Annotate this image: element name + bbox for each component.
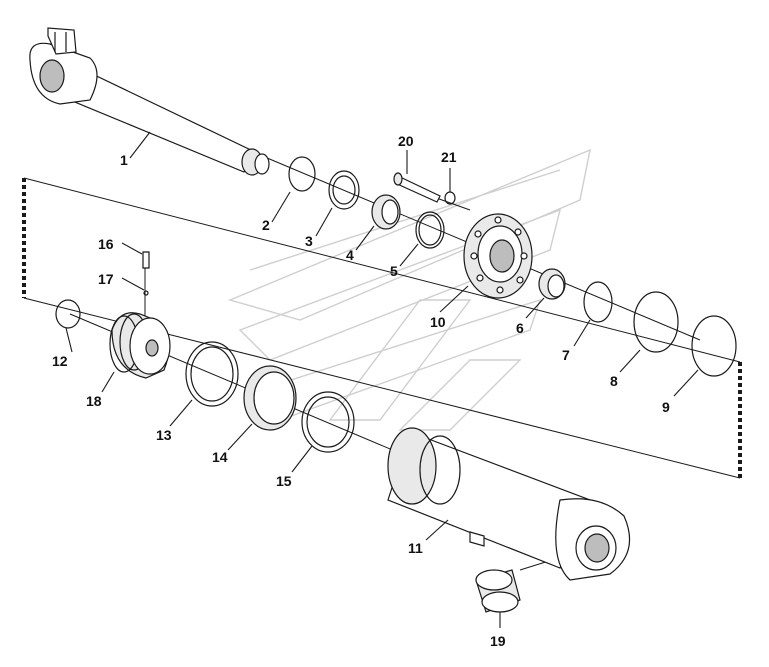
callout-6: 6	[516, 320, 524, 336]
piston-parts-small	[55, 251, 150, 329]
piston	[109, 312, 171, 379]
callout-3: 3	[305, 233, 313, 249]
watermark-logo	[227, 148, 591, 431]
piston-seals	[185, 341, 355, 453]
callout-11: 11	[408, 540, 423, 556]
callout-15: 15	[276, 473, 292, 489]
callout-10: 10	[430, 314, 446, 330]
bolt-washer	[444, 191, 456, 205]
cylinder-barrel	[387, 427, 631, 581]
callout-17: 17	[98, 271, 114, 287]
callout-20: 20	[398, 133, 414, 149]
eye-bushing	[475, 569, 521, 613]
callout-5: 5	[390, 263, 398, 279]
callout-2: 2	[262, 217, 270, 233]
callout-7: 7	[562, 347, 570, 363]
cylinder-head	[463, 213, 533, 299]
callout-21: 21	[441, 149, 457, 165]
callout-18: 18	[86, 393, 102, 409]
callout-8: 8	[610, 373, 618, 389]
callout-14: 14	[212, 449, 228, 465]
callout-16: 16	[98, 236, 114, 252]
piston-rod	[29, 27, 270, 176]
callout-19: 19	[490, 633, 506, 649]
callout-labels: 1 2 3 4 5 6 7 8 9 10 11 12 13 14 15 16 1…	[52, 133, 670, 649]
callout-1: 1	[120, 152, 128, 168]
rod-seals	[288, 156, 737, 377]
head-bolt	[393, 172, 441, 203]
callout-12: 12	[52, 353, 68, 369]
leader-lines	[65, 131, 699, 628]
callout-9: 9	[662, 399, 670, 415]
callout-13: 13	[156, 427, 172, 443]
callout-4: 4	[346, 247, 354, 263]
